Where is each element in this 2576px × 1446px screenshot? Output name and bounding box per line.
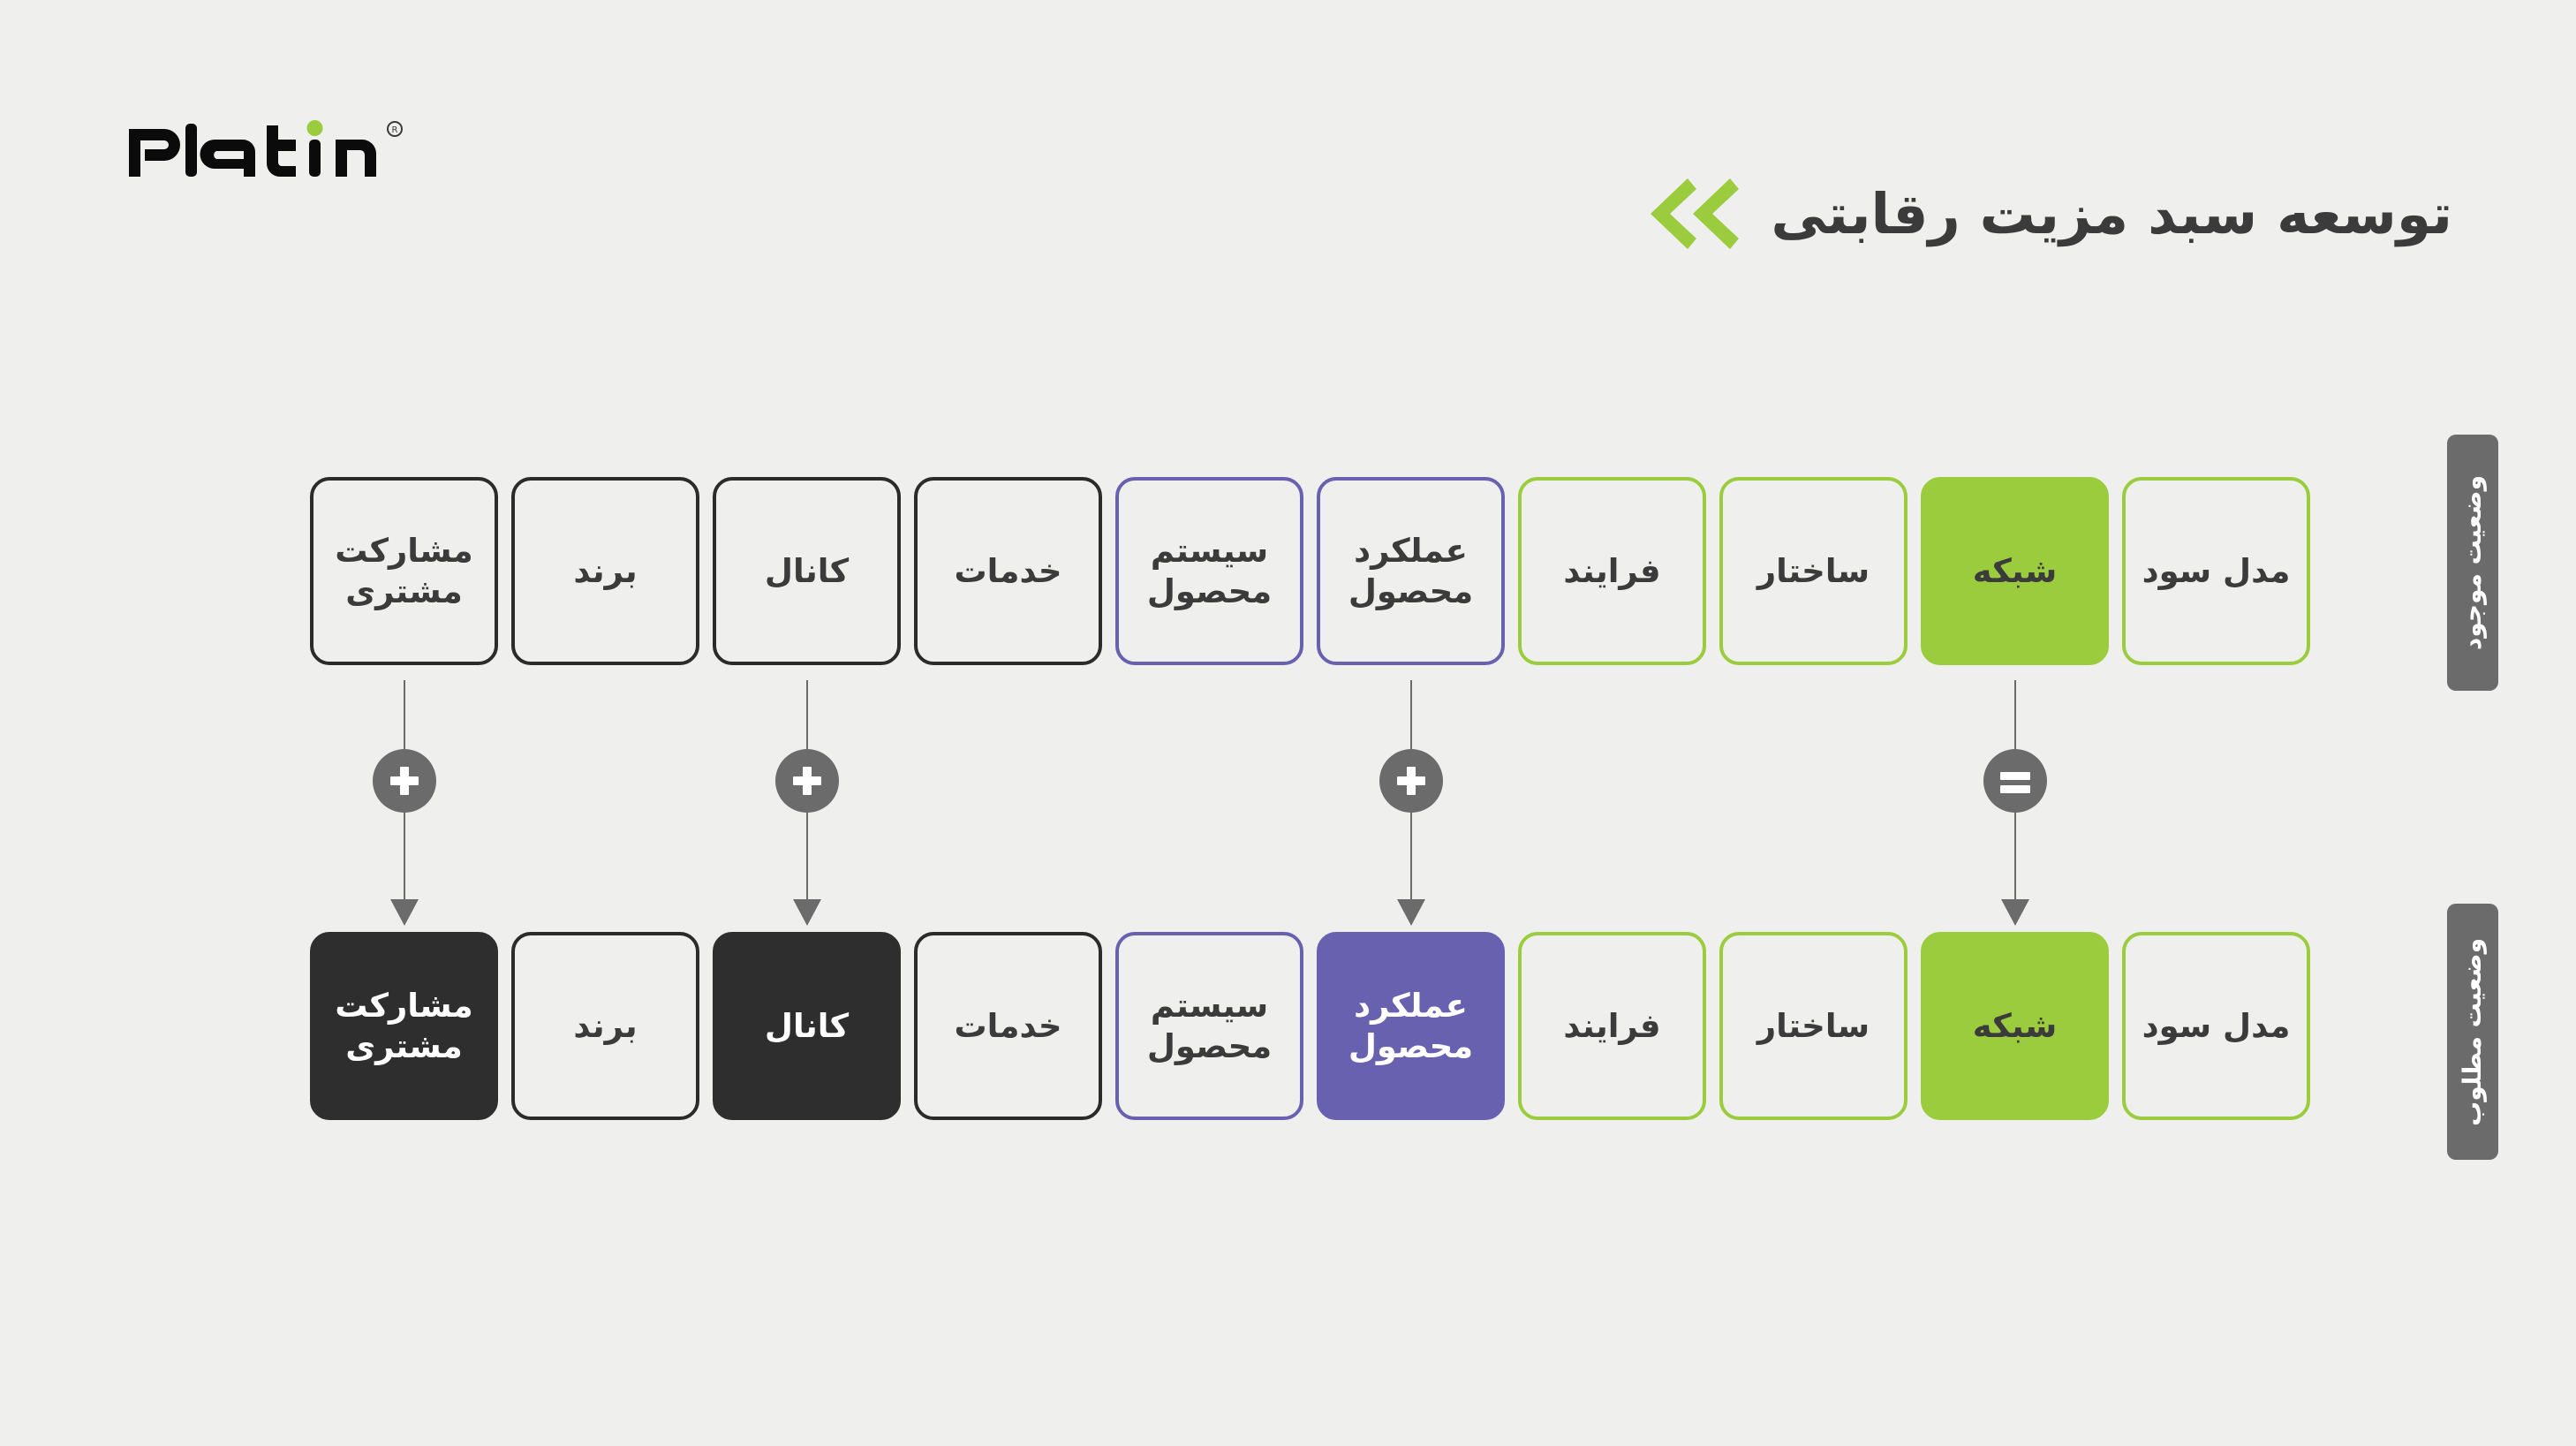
band-desired-state: وضعیت مطلوب (2447, 904, 2498, 1160)
connector-arrow (1379, 680, 1443, 932)
capability-cell-label: شبکه (1972, 551, 2058, 590)
capability-cell-label: مشارکت مشتری (335, 532, 473, 610)
capability-cell-label: کانال (764, 1006, 850, 1045)
connector-line (2014, 680, 2016, 901)
capability-cell[interactable]: مدل سود (2122, 477, 2310, 665)
capability-cell[interactable]: برند (511, 477, 699, 665)
capability-cell[interactable]: برند (511, 932, 699, 1120)
capability-cell[interactable]: سیستم محصول (1115, 477, 1303, 665)
capability-cell-label: مدل سود (2142, 1006, 2291, 1045)
row-current-state: مشارکت مشتری برند کانال خدمات سیستم محصول عمل… (310, 477, 2310, 665)
capability-cell[interactable]: مشارکت مشتری (310, 477, 498, 665)
capability-cell-label: برند (573, 551, 638, 590)
page-title: توسعه سبد مزیت رقابتی (1771, 181, 2452, 246)
arrow-head-icon (390, 899, 419, 926)
arrow-head-icon (1397, 899, 1425, 926)
capability-cell[interactable]: عملکرد محصول (1317, 932, 1505, 1120)
plus-circle-icon (1379, 749, 1443, 813)
capability-cell-label: مشارکت مشتری (335, 987, 473, 1065)
capability-cell[interactable]: کانال (713, 477, 901, 665)
plus-glyph (791, 765, 823, 797)
capability-cell-label: عملکرد محصول (1348, 532, 1474, 610)
row-desired-state: مشارکت مشتری برند کانال خدمات سیستم محصول عمل… (310, 932, 2310, 1120)
band-desired-state-label: وضعیت مطلوب (2458, 937, 2487, 1126)
capability-cell-label: فرایند (1563, 551, 1661, 590)
plus-circle-icon (775, 749, 839, 813)
capability-cell[interactable]: عملکرد محصول (1317, 477, 1505, 665)
equals-circle-icon (1983, 749, 2047, 813)
capability-cell-label: ساختار (1756, 551, 1870, 590)
arrow-head-icon (793, 899, 821, 926)
capability-cell[interactable]: کانال (713, 932, 901, 1120)
capability-cell-label: مدل سود (2142, 551, 2291, 590)
connector-line (806, 680, 808, 901)
capability-cell[interactable]: سیستم محصول (1115, 932, 1303, 1120)
connector-arrow (1983, 680, 2047, 932)
arrow-head-icon (2001, 899, 2029, 926)
capability-cell[interactable]: فرایند (1518, 932, 1706, 1120)
equals-glyph (1999, 765, 2031, 797)
capability-cell[interactable]: شبکه (1921, 932, 2109, 1120)
capability-cell-label: سیستم محصول (1146, 987, 1273, 1065)
platin-logo: R (125, 117, 417, 187)
plus-glyph (1395, 765, 1427, 797)
capability-cell[interactable]: ساختار (1719, 477, 1907, 665)
header-title-block: توسعه سبد مزیت رقابتی (1645, 173, 2452, 254)
capability-cell-label: فرایند (1563, 1006, 1661, 1045)
capability-cell-label: شبکه (1972, 1006, 2058, 1045)
connector-line (1410, 680, 1412, 901)
connector-line (404, 680, 405, 901)
connector-arrow (373, 680, 436, 932)
capability-cell-label: برند (573, 1006, 638, 1045)
double-chevron-left-icon (1651, 178, 1740, 249)
capability-cell-label: کانال (764, 551, 850, 590)
capability-cell[interactable]: ساختار (1719, 932, 1907, 1120)
page-header: R توسعه سبد مزیت رقابتی (0, 0, 2576, 291)
capability-cell-label: عملکرد محصول (1348, 987, 1474, 1065)
svg-text:R: R (392, 125, 398, 135)
band-current-state: وضعیت موجود (2447, 435, 2498, 691)
plus-glyph (389, 765, 420, 797)
capability-cell[interactable]: خدمات (914, 477, 1102, 665)
capability-cell-label: سیستم محصول (1146, 532, 1273, 610)
capability-cell[interactable]: فرایند (1518, 477, 1706, 665)
plus-circle-icon (373, 749, 436, 813)
capability-cell-label: خدمات (954, 551, 1062, 590)
capability-cell[interactable]: شبکه (1921, 477, 2109, 665)
connector-arrow (775, 680, 839, 932)
capability-cell-label: خدمات (954, 1006, 1062, 1045)
capability-cell[interactable]: مدل سود (2122, 932, 2310, 1120)
platin-logo-mark: R (129, 120, 403, 177)
band-current-state-label: وضعیت موجود (2458, 474, 2487, 651)
capability-cell-label: ساختار (1756, 1006, 1870, 1045)
capability-cell[interactable]: مشارکت مشتری (310, 932, 498, 1120)
capability-cell[interactable]: خدمات (914, 932, 1102, 1120)
